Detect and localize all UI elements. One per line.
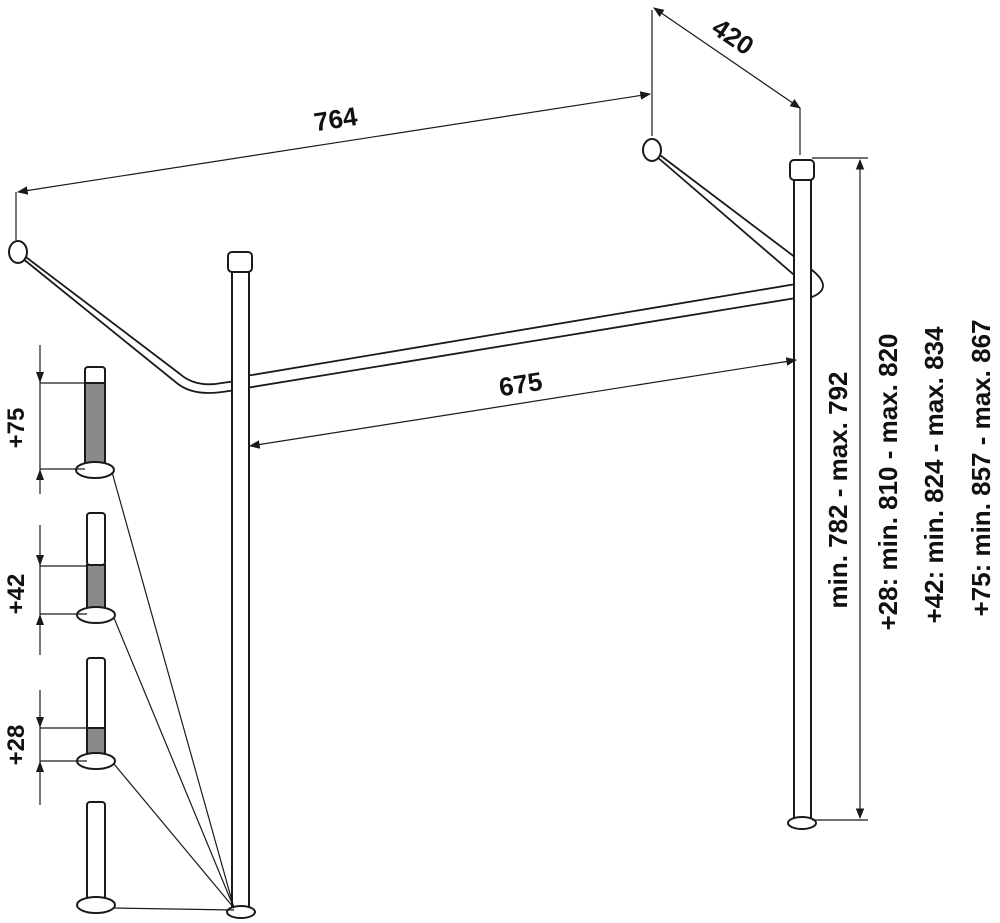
washbasin-frame [8,138,824,919]
extension-leader-lines [111,471,235,911]
left-side-rail [13,247,237,386]
left-leg [231,261,250,911]
extension-28-label: +28 [3,725,30,766]
left-leg-foot [226,905,256,919]
dimension-675-label: 675 [497,366,544,402]
left-side-rail-inner [21,257,237,394]
dimension-420-label: 420 [707,12,760,61]
extension-75-label: +75 [3,408,30,449]
left-leg-cap [227,251,253,273]
height-range-base: min. 782 - max. 792 [823,371,853,608]
right-leg-cap [789,159,815,181]
dimension-width-764: 764 [15,10,653,240]
height-range-plus42: +42: min. 824 - max. 834 [919,326,949,624]
dimension-inner-675: 675 [248,357,798,449]
right-side-rail-inner [655,155,812,293]
right-wall-mount [642,138,662,162]
leg-extension-plus42: +42 [3,512,116,655]
extension-75-sleeve [84,382,106,470]
extension-42-label: +42 [3,574,30,615]
height-range-labels: min. 782 - max. 792 +28: min. 810 - max.… [823,319,996,630]
dimension-height [812,157,868,821]
height-range-plus75: +75: min. 857 - max. 867 [966,319,996,616]
leg-standard [76,801,116,914]
right-side-rail [647,145,824,301]
right-leg-foot [787,816,817,830]
front-crossbar [245,283,797,377]
dimension-764-label: 764 [312,101,360,137]
height-range-plus28: +28: min. 810 - max. 820 [873,333,903,630]
leg-extension-plus28: +28 [3,657,116,805]
left-wall-mount [8,240,28,264]
dimension-depth-420: 420 [653,7,801,155]
right-leg [793,169,812,821]
leg-extension-plus75: +75 [3,345,115,494]
